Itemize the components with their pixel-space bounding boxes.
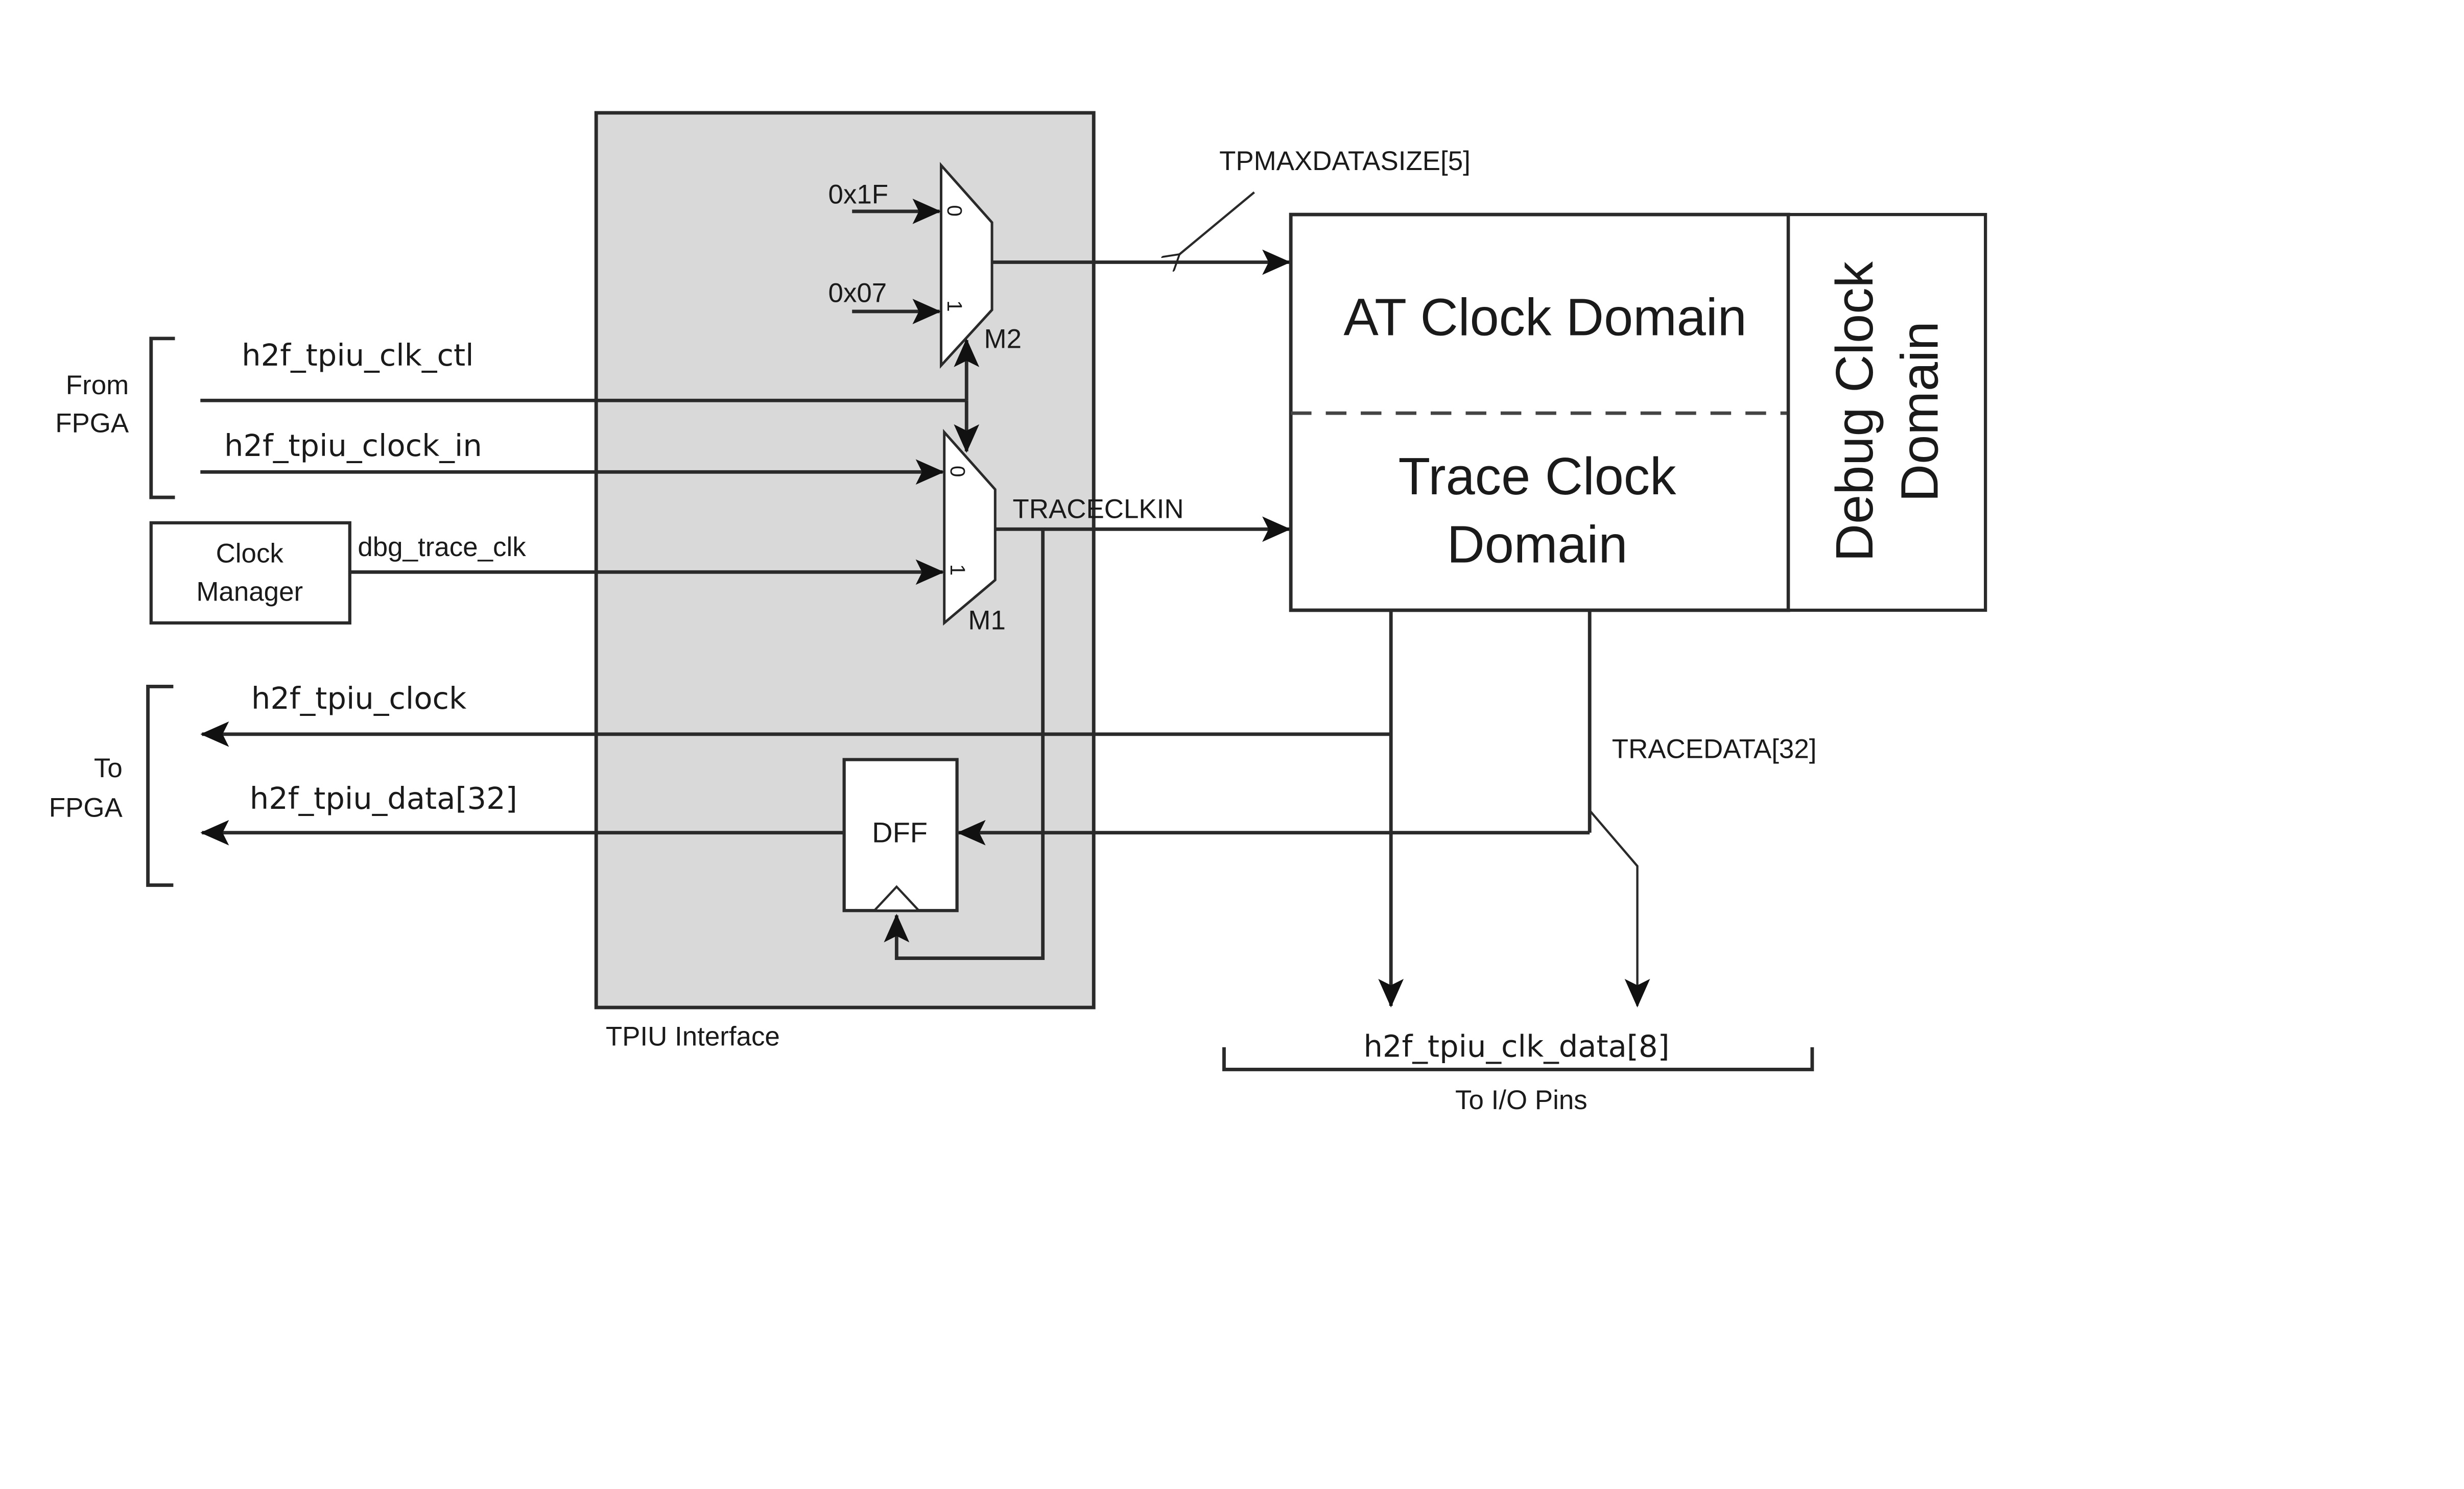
traceclkin-label: TRACECLKIN — [1013, 494, 1184, 524]
from-fpga-label-2: FPGA — [55, 408, 129, 438]
mux-m1 — [943, 428, 997, 626]
to-fpga-label-2: FPGA — [49, 793, 123, 823]
mux-m1-sel1: 1 — [946, 564, 969, 575]
tpiu-data-label: h2f_tpiu_data[32] — [250, 781, 517, 816]
io-pins-bracket — [1222, 1047, 1814, 1071]
tpmaxdatasize-pointer — [1179, 191, 1255, 254]
tpiu-interface-label: TPIU Interface — [606, 1022, 780, 1052]
tpiu-clock-label: h2f_tpiu_clock — [251, 681, 467, 716]
debug-clock-domain-label-2: Domain — [1890, 321, 1949, 502]
clk-ctl-label: h2f_tpiu_clk_ctl — [242, 338, 473, 373]
tpmaxdatasize-label: TPMAXDATASIZE[5] — [1219, 146, 1471, 176]
mux-m2-input0-label: 0x1F — [828, 179, 889, 209]
mux-m2-input1-label: 0x07 — [828, 278, 887, 308]
to-fpga-bracket — [146, 684, 174, 887]
trace-clock-domain-label-1: Trace Clock — [1399, 447, 1677, 506]
clock-in-label: h2f_tpiu_clock_in — [224, 428, 482, 463]
io-pins-label: To I/O Pins — [1455, 1085, 1588, 1115]
dff-label: DFF — [872, 816, 928, 848]
at-clock-domain-label: AT Clock Domain — [1343, 288, 1746, 347]
debug-clock-domain-block — [1787, 213, 1987, 612]
mux-m2-label: M2 — [984, 324, 1022, 354]
dff-clock-edge-icon — [871, 885, 921, 912]
dff-clock-feedback — [884, 529, 1045, 960]
trace-clock-domain-label-2: Domain — [1447, 515, 1628, 574]
dff-block — [842, 758, 959, 912]
mux-m2-sel1: 1 — [943, 300, 966, 311]
to-fpga-label-1: To — [94, 753, 123, 783]
clock-manager-block — [149, 521, 351, 625]
from-fpga-bracket — [149, 337, 175, 499]
from-fpga-label-1: From — [66, 370, 129, 400]
debug-clock-domain-label-1: Debug Clock — [1825, 261, 1884, 562]
mux-m1-label: M1 — [968, 605, 1005, 635]
mux-m1-sel0: 0 — [946, 466, 969, 477]
clock-manager-label-1: Clock — [216, 539, 284, 569]
clk-data-label: h2f_tpiu_clk_data[8] — [1363, 1029, 1669, 1064]
dbg-trace-clk-label: dbg_trace_clk — [358, 532, 526, 562]
clock-manager-label-2: Manager — [196, 577, 303, 607]
tracedata-label: TRACEDATA[32] — [1612, 734, 1817, 764]
tracedata-to-pins — [1589, 809, 1650, 1008]
mux-m2-sel0: 0 — [943, 205, 966, 216]
